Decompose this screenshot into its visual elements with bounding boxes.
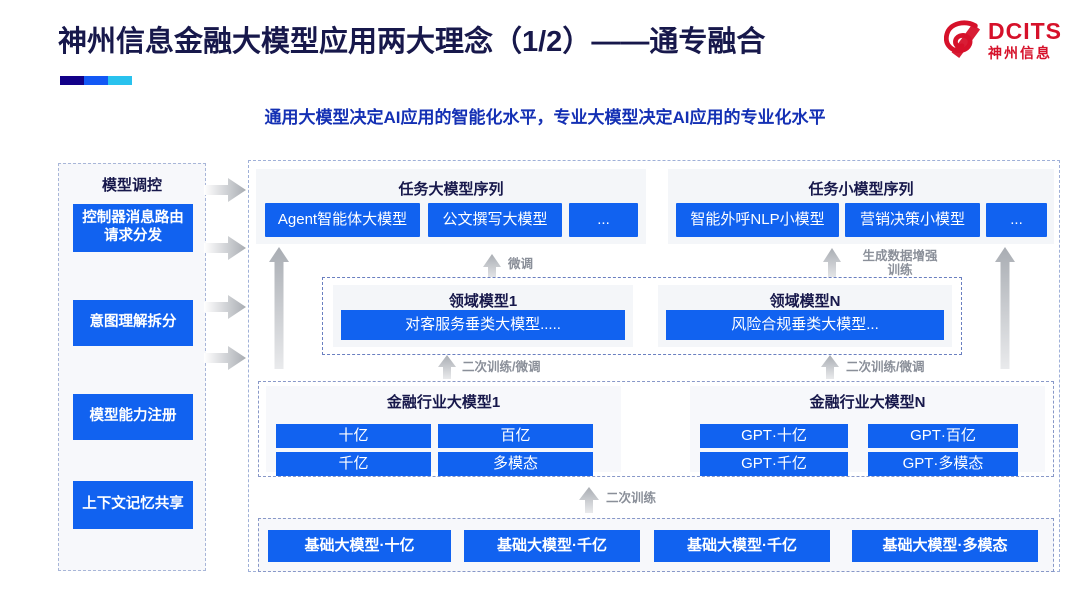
logo-text: DCITS 神州信息 — [988, 18, 1062, 61]
arrow-right-icon-1 — [204, 178, 246, 202]
domain-model-n-card: 领域模型N 风险合规垂类大模型... — [658, 285, 952, 347]
sidebar-item-controller-routing[interactable]: 控制器消息路由请求分发 — [73, 204, 193, 252]
logo-en-label: DCITS — [988, 18, 1062, 44]
task-box-marketing-decision-model[interactable]: 营销决策小模型 — [845, 203, 980, 237]
dcits-logo: DCITS 神州信息 — [944, 20, 1062, 60]
arrow-up-icon-retrain-finetune-right — [821, 355, 839, 379]
task-box-more-large[interactable]: ... — [569, 203, 638, 237]
arrow-label-retrain-finetune-right: 二次训练/微调 — [846, 360, 925, 374]
sidebar-item-intent-parsing[interactable]: 意图理解拆分 — [73, 300, 193, 346]
task-box-doc-writing-model[interactable]: 公文撰写大模型 — [428, 203, 562, 237]
arrow-label-retrain-finetune-left: 二次训练/微调 — [462, 360, 541, 374]
industry-1-cell-multimodal[interactable]: 多模态 — [438, 452, 593, 476]
page-subtitle: 通用大模型决定AI应用的智能化水平，专业大模型决定AI应用的专业化水平 — [264, 108, 826, 127]
arrow-up-icon-outer-left — [269, 247, 289, 369]
accent-segment-1 — [60, 76, 84, 85]
arrow-label-data-augmentation: 生成数据增强 训练 — [862, 249, 938, 278]
sidebar-title: 模型调控 — [101, 177, 162, 194]
task-box-nlp-outbound-model[interactable]: 智能外呼NLP小模型 — [676, 203, 839, 237]
domain-model-1-card: 领域模型1 对客服务垂类大模型..... — [333, 285, 633, 347]
industry-n-cell-gpt-shiyi[interactable]: GPT·十亿 — [700, 424, 848, 448]
arrow-label-finetune: 微调 — [508, 257, 534, 271]
industry-n-cell-gpt-multimodal[interactable]: GPT·多模态 — [868, 452, 1018, 476]
domain-model-n-box[interactable]: 风险合规垂类大模型... — [666, 310, 944, 340]
base-model-box-shiyi[interactable]: 基础大模型·十亿 — [268, 530, 451, 562]
arrow-up-icon-outer-right — [995, 247, 1015, 369]
sidebar-item-capability-register[interactable]: 模型能力注册 — [73, 394, 193, 440]
arrow-label-retrain: 二次训练 — [606, 491, 657, 505]
base-model-box-qianyi-2[interactable]: 基础大模型·千亿 — [654, 530, 830, 562]
task-box-agent-model[interactable]: Agent智能体大模型 — [265, 203, 420, 237]
industry-n-cell-gpt-qianyi[interactable]: GPT·千亿 — [700, 452, 848, 476]
accent-segment-2 — [83, 76, 108, 85]
arrow-right-icon-4 — [204, 346, 246, 370]
domain-model-n-title: 领域模型N — [769, 293, 841, 310]
industry-1-cell-baiyi[interactable]: 百亿 — [438, 424, 593, 448]
industry-1-cell-qianyi[interactable]: 千亿 — [276, 452, 431, 476]
arrow-right-icon-3 — [204, 295, 246, 319]
accent-segment-3 — [107, 76, 132, 85]
sidebar-item-context-memory[interactable]: 上下文记忆共享 — [73, 481, 193, 529]
accent-bar — [60, 76, 132, 85]
industry-1-cell-shiyi[interactable]: 十亿 — [276, 424, 431, 448]
sidebar-model-control: 模型调控 控制器消息路由请求分发 意图理解拆分 模型能力注册 上下文记忆共享 — [58, 163, 206, 571]
page-title: 神州信息金融大模型应用两大理念（1/2）——通专融合 — [58, 26, 766, 58]
logo-cn-label: 神州信息 — [988, 45, 1052, 61]
arrow-up-icon-retrain-finetune-left — [438, 355, 456, 379]
base-model-box-multimodal[interactable]: 基础大模型·多模态 — [852, 530, 1038, 562]
industry-model-1-title: 金融行业大模型1 — [386, 394, 501, 411]
base-model-box-qianyi-1[interactable]: 基础大模型·千亿 — [464, 530, 640, 562]
industry-n-cell-gpt-baiyi[interactable]: GPT·百亿 — [868, 424, 1018, 448]
arrow-up-icon-data-augmentation — [823, 248, 841, 280]
task-box-more-small[interactable]: ... — [986, 203, 1047, 237]
arrow-up-icon-finetune — [483, 254, 501, 280]
dcits-swirl-icon — [944, 20, 981, 59]
arrow-up-icon-retrain — [579, 487, 599, 513]
arrow-right-icon-2 — [204, 236, 246, 260]
domain-model-1-title: 领域模型1 — [448, 293, 518, 310]
domain-model-1-box[interactable]: 对客服务垂类大模型..... — [341, 310, 625, 340]
task-small-model-title: 任务小模型序列 — [808, 181, 914, 198]
task-large-model-title: 任务大模型序列 — [398, 181, 504, 198]
industry-model-n-title: 金融行业大模型N — [809, 394, 926, 411]
